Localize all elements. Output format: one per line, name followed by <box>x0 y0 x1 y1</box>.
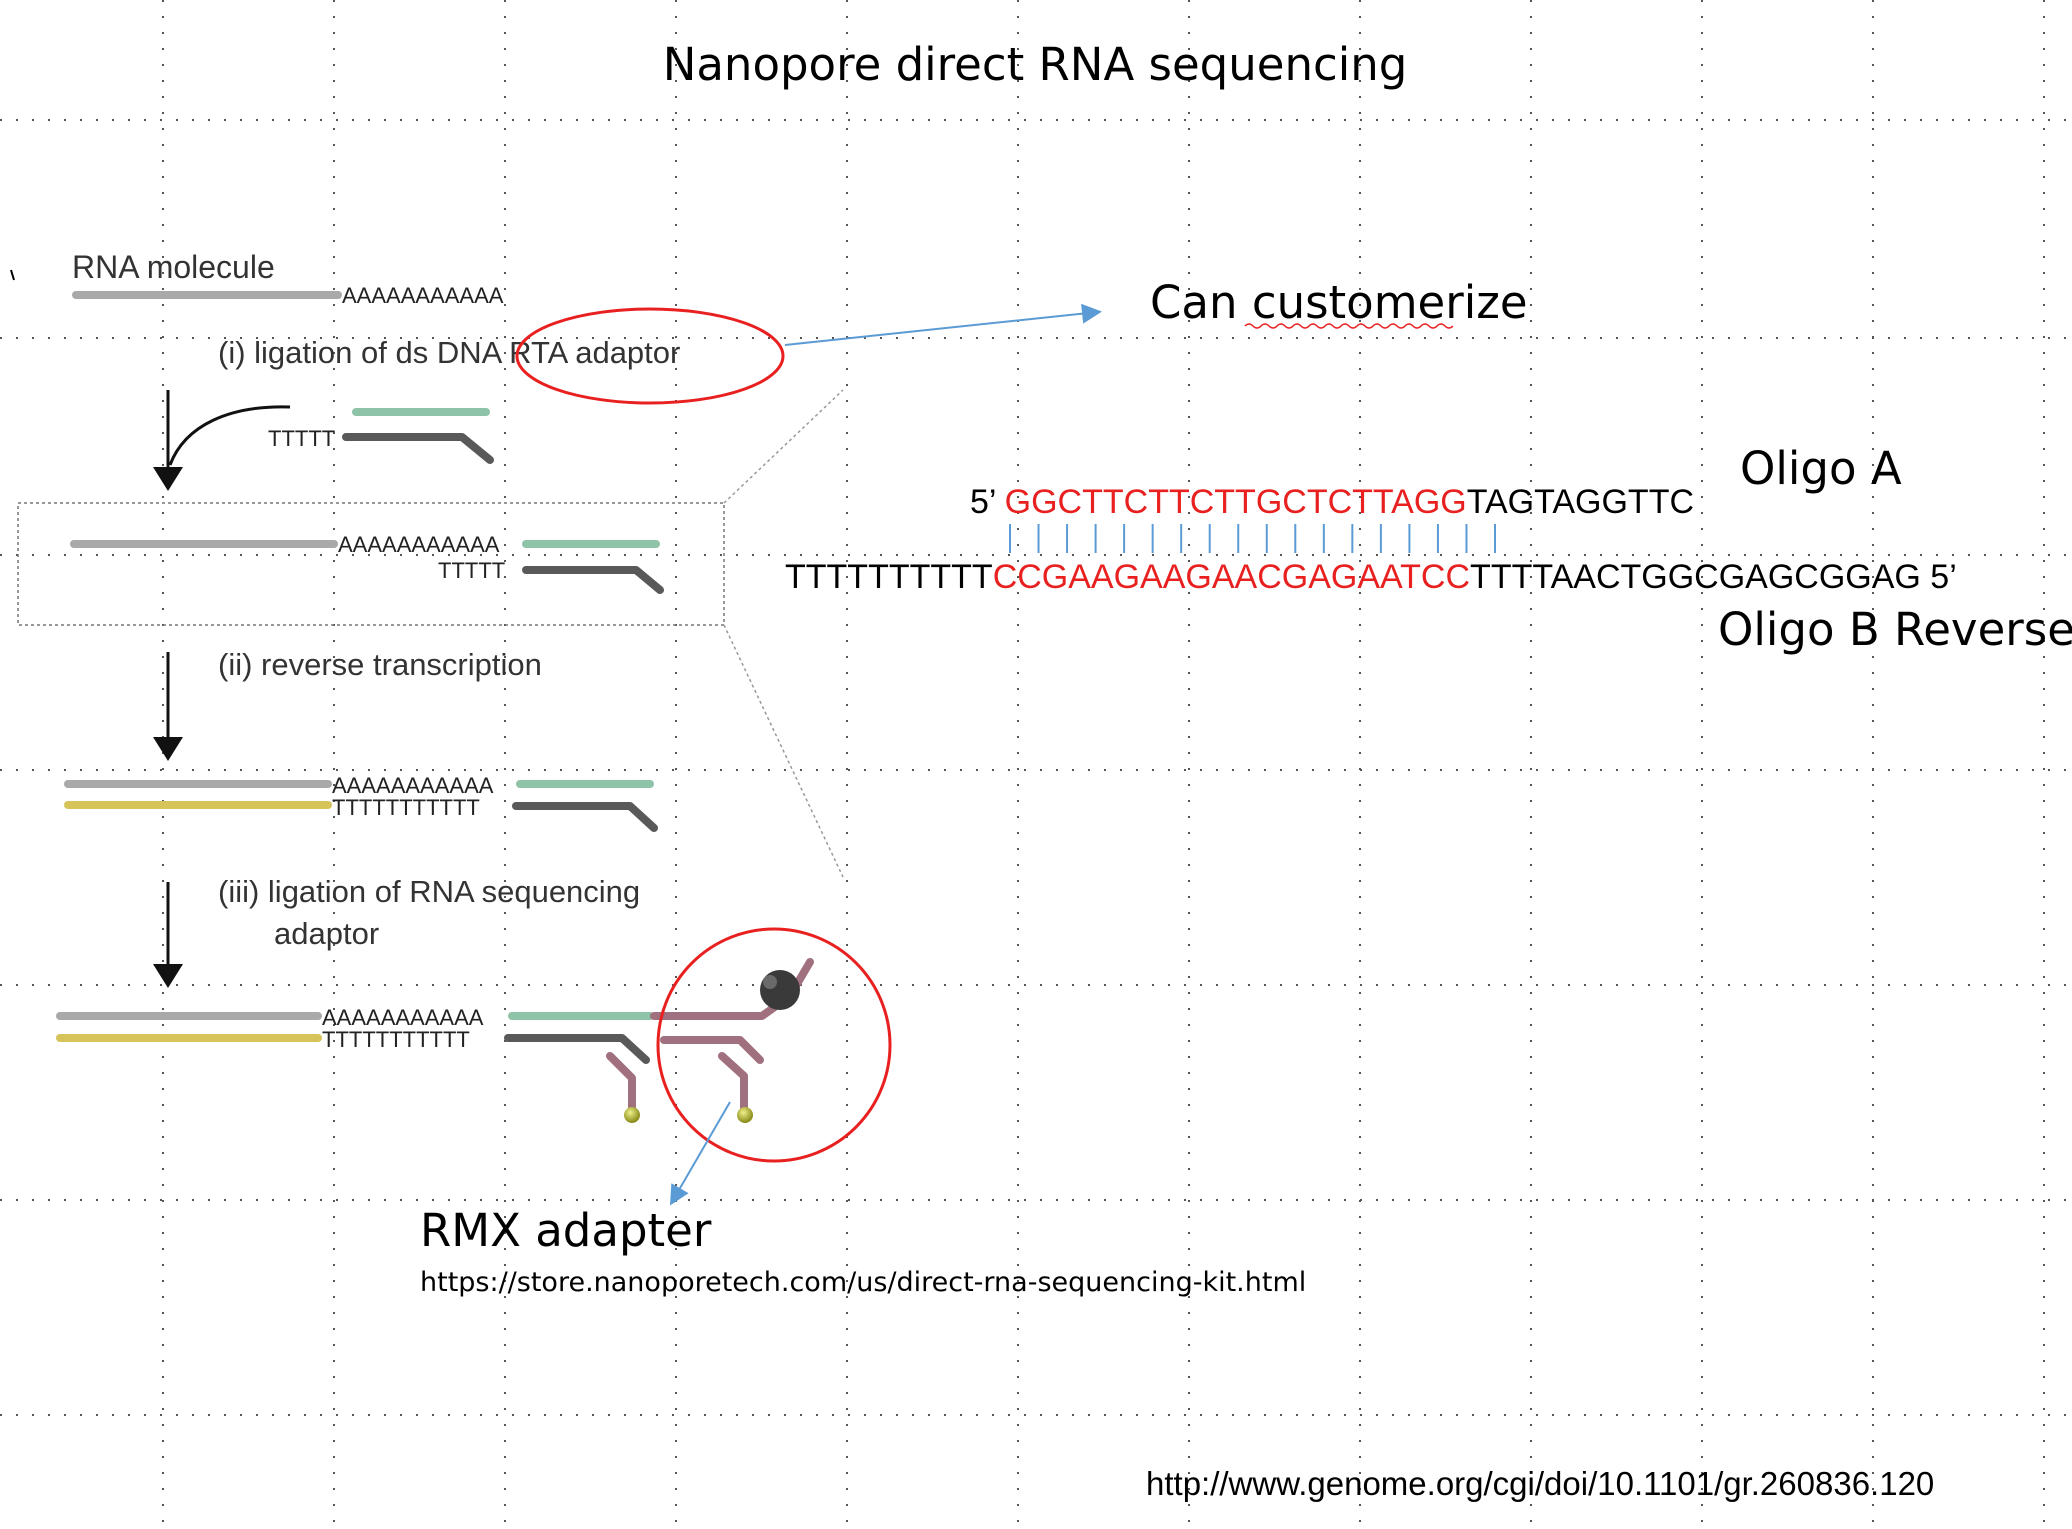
stray-mark <box>10 269 15 281</box>
rta-polyt-overhang: TTTTT <box>268 426 335 451</box>
oligo-b-suffix: TTTTAACTGGCGAGCGGAG 5’ <box>1470 558 1957 596</box>
rna-strand <box>72 291 342 299</box>
zoom-line-bottom <box>723 624 844 878</box>
oligo-b-highlight: CCGAAGAAGAACGAGAATCC <box>993 558 1470 596</box>
rmx-tether-arm-1 <box>606 1052 636 1112</box>
rmx-url: https://store.nanoporetech.com/us/direct… <box>420 1267 1306 1298</box>
cdna-strand-final <box>56 1034 322 1042</box>
polya-tail-final: AAAAAAAAAAA <box>322 1005 484 1030</box>
base-pairing-ticks <box>1009 524 1496 553</box>
zoom-box <box>17 502 725 626</box>
oligo-a-prefix: 5’ <box>970 483 1005 521</box>
cdna-strand-rt <box>64 801 332 809</box>
polyt-final: TTTTTTTTTTT <box>322 1027 470 1052</box>
cholesterol-bead-1 <box>624 1107 640 1123</box>
polyt-rt: TTTTTTTTTTT <box>332 795 480 820</box>
rta-bottom-strand <box>342 433 494 464</box>
callout-arrow-customize <box>784 303 1102 346</box>
polya-tail: AAAAAAAAAAA <box>342 283 504 308</box>
oligo-b-label: Oligo B Reverse <box>1718 603 2072 656</box>
adaptor-join-curve <box>168 405 291 466</box>
rmx-tether-arm-2 <box>660 1036 764 1064</box>
step-3-label-line1: (iii) ligation of RNA sequencing <box>218 874 640 909</box>
page-title: Nanopore direct RNA sequencing <box>663 38 1408 91</box>
rna-strand-rt <box>64 780 332 788</box>
rta-bottom-strand-rt <box>512 802 658 832</box>
zoom-line-top <box>723 389 844 504</box>
polyt-ligated: TTTTT <box>438 558 505 583</box>
rmx-callout-arrow <box>669 1101 731 1206</box>
oligo-a-suffix: TAGTAGGTTC <box>1467 483 1694 521</box>
rta-top-strand <box>352 408 490 416</box>
rna-strand-final <box>56 1012 322 1020</box>
motor-protein <box>760 970 800 1010</box>
spell-check-underline <box>1244 323 1454 329</box>
polya-tail-ligated: AAAAAAAAAAA <box>338 532 500 557</box>
citation: http://www.genome.org/cgi/doi/10.1101/gr… <box>1146 1465 1934 1502</box>
rna-strand-ligated <box>70 540 338 548</box>
step-3-label-line2: adaptor <box>274 916 379 951</box>
rna-molecule-label: RNA molecule <box>72 249 275 285</box>
polya-tail-rt: AAAAAAAAAAA <box>332 773 494 798</box>
rmx-highlight-circle <box>656 927 892 1163</box>
oligo-a-sequence: 5’ GGCTTCTTCTTGCTCTTAGGTAGTAGGTTC <box>970 483 1694 521</box>
rta-bottom-strand-final <box>504 1034 650 1064</box>
step-2-label: (ii) reverse transcription <box>218 647 542 682</box>
rta-bottom-strand-ligated <box>522 566 664 594</box>
rta-top-strand-rt <box>516 780 654 788</box>
oligo-b-sequence: TTTTTTTTTTCCGAAGAAGAACGAGAATCCTTTTAACTGG… <box>785 558 1957 596</box>
rta-adaptor-highlight-circle <box>515 307 785 405</box>
rta-top-strand-final <box>508 1012 654 1020</box>
oligo-b-prefix: TTTTTTTTTT <box>785 558 993 596</box>
customize-note: Can customerize <box>1150 276 1528 329</box>
oligo-a-highlight: GGCTTCTTCTTGCTCTTAGG <box>1005 483 1467 521</box>
motor-protein-detail <box>763 975 777 989</box>
step-1-label: (i) ligation of ds DNA RTA adaptor <box>218 335 680 370</box>
cholesterol-bead-2 <box>737 1107 753 1123</box>
oligo-a-label: Oligo A <box>1740 442 1902 495</box>
rta-top-strand-ligated <box>522 540 660 548</box>
rmx-tether-arm-3 <box>718 1052 748 1112</box>
rmx-label: RMX adapter <box>420 1204 712 1257</box>
